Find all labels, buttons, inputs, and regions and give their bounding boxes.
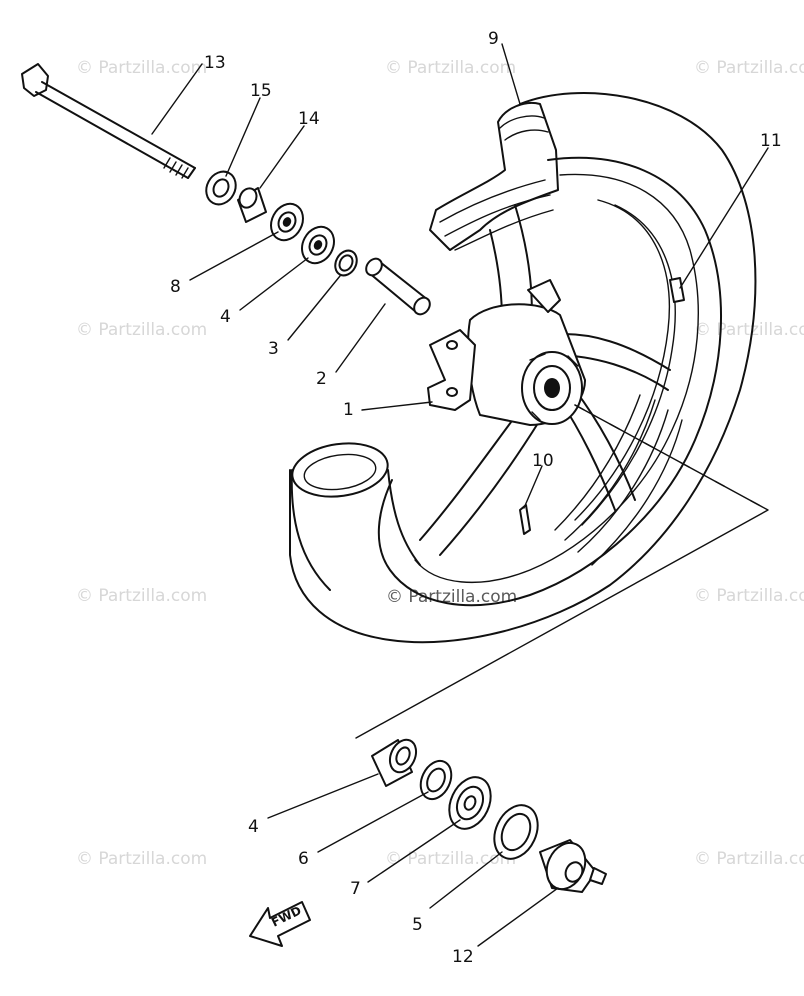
seal-plate bbox=[448, 776, 492, 830]
callout-8: 8 bbox=[170, 277, 181, 297]
callout-14: 14 bbox=[298, 109, 320, 129]
callout-5: 5 bbox=[412, 915, 423, 935]
watermark: © Partzilla.com bbox=[76, 849, 207, 869]
leader-lines bbox=[151, 43, 769, 947]
circlip-lower bbox=[419, 759, 453, 801]
oil-seal bbox=[493, 804, 539, 860]
tire bbox=[289, 91, 757, 644]
meter-gear-unit bbox=[539, 839, 607, 893]
spacer bbox=[237, 187, 267, 223]
watermark: © Partzilla.com bbox=[694, 58, 804, 78]
callout-2: 2 bbox=[316, 369, 327, 389]
spacer-tube bbox=[365, 257, 431, 316]
callouts: 13 15 14 9 11 8 4 3 2 1 10 4 6 7 5 12 bbox=[170, 29, 782, 967]
callout-9: 9 bbox=[488, 29, 499, 49]
forward-arrow-icon: FWD bbox=[249, 901, 311, 947]
callout-4-upper: 4 bbox=[220, 307, 231, 327]
callout-15: 15 bbox=[250, 81, 272, 101]
watermark: © Partzilla.com bbox=[76, 586, 207, 606]
watermark-layer: © Partzilla.com © Partzilla.com © Partzi… bbox=[76, 58, 804, 869]
watermark: © Partzilla.com bbox=[694, 320, 804, 340]
wheel-rim bbox=[419, 204, 685, 556]
callout-3: 3 bbox=[268, 339, 279, 359]
bearing-left bbox=[270, 202, 304, 242]
callout-12: 12 bbox=[452, 947, 474, 967]
callout-11: 11 bbox=[760, 131, 782, 151]
axle bbox=[21, 63, 196, 179]
callout-10: 10 bbox=[532, 451, 554, 471]
circlip-upper bbox=[334, 249, 358, 277]
watermark: © Partzilla.com bbox=[385, 58, 516, 78]
callout-7: 7 bbox=[350, 879, 361, 899]
watermark: © Partzilla.com bbox=[76, 320, 207, 340]
callout-6: 6 bbox=[298, 849, 309, 869]
watermark: © Partzilla.com bbox=[76, 58, 207, 78]
watermark-center: © Partzilla.com bbox=[386, 587, 517, 607]
watermark: © Partzilla.com bbox=[694, 586, 804, 606]
watermark: © Partzilla.com bbox=[694, 849, 804, 869]
collar bbox=[205, 170, 237, 206]
watermark: © Partzilla.com bbox=[385, 849, 516, 869]
bearing-lower bbox=[371, 738, 418, 787]
callout-1: 1 bbox=[343, 400, 354, 420]
bearing-upper bbox=[301, 225, 335, 265]
callout-13: 13 bbox=[204, 53, 226, 73]
guide-lines bbox=[355, 404, 769, 739]
callout-4-lower: 4 bbox=[248, 817, 259, 837]
